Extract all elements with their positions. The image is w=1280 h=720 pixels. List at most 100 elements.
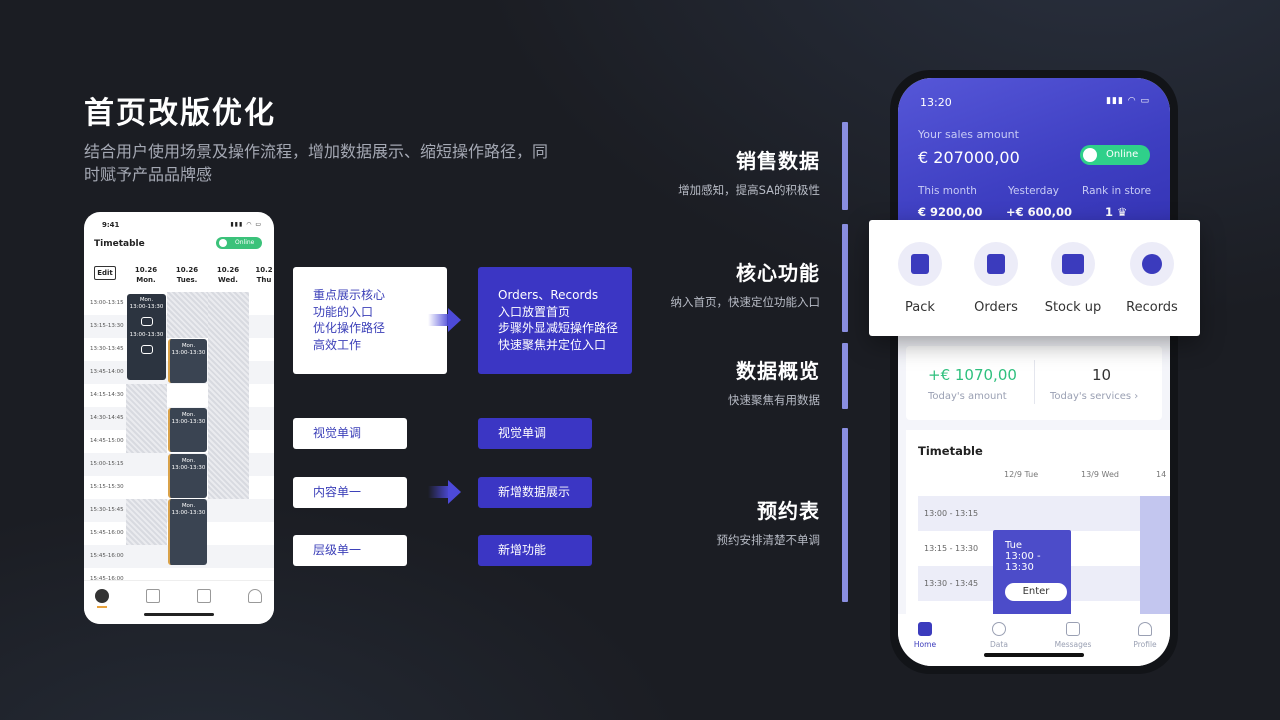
stat-value: +€ 600,00 [1006,205,1073,219]
services-value: 10 [1092,366,1112,384]
appointment-card[interactable]: Mon.13:00-13:30 13:00-13:30 [127,294,166,380]
stat-label: Rank in store [1082,185,1152,197]
orders-icon [987,254,1005,274]
before-point: 内容单一 [293,477,407,508]
section-bar [842,428,848,602]
appointment-card[interactable]: Mon.13:00-13:30 [168,499,207,565]
before-phone-mockup: 9:41 ▮▮▮ ◠ ▭ Timetable Online Edit 10.26… [84,212,274,624]
table-row: 15:45-16:00 [90,530,124,536]
clipboard-icon[interactable] [146,589,160,603]
section-bar [842,122,848,210]
page-headline: 首页改版优化 [84,96,276,131]
stat-label: Yesterday [1008,185,1059,197]
table-row: 13:00-13:15 [90,300,124,306]
online-toggle[interactable]: Online [216,237,262,249]
timetable-grid: 13:00-13:15 13:15-13:30 13:30-13:45 13:4… [84,292,274,582]
after-phone-mockup: 13:20 ▮▮▮ ◠ ▭ Your sales amount € 207000… [890,70,1178,674]
table-row: 15:15-15:30 [90,484,124,490]
nav-profile[interactable]: Profile [1120,622,1170,649]
clock-icon [1142,254,1162,274]
section-bar [842,224,848,332]
enter-button[interactable]: Enter [1005,583,1067,601]
page-subline: 结合用户使用场景及操作流程，增加数据展示、缩短操作路径，同时赋予产品品牌感 [84,142,549,184]
kpi-card: +€ 1070,00 Today's amount 10 Today's ser… [906,346,1162,420]
services-link[interactable]: Today's services › [1050,391,1139,402]
nav-messages[interactable]: Messages [1048,622,1098,649]
home-indicator [144,613,214,616]
phone-screen: 13:20 ▮▮▮ ◠ ▭ Your sales amount € 207000… [898,78,1170,666]
divider [1034,360,1035,404]
signal-icon: ▮▮▮ ◠ ▭ [1106,96,1150,106]
tab-bar [84,580,274,624]
table-row: 13:15 - 13:30 [924,544,979,553]
stat-value: € 9200,00 [918,205,983,219]
today-amount-value: +€ 1070,00 [928,366,1017,384]
stat-label: This month [918,185,977,197]
edit-button[interactable]: Edit [94,266,116,280]
timetable-card: Timetable 12/9 Tue 13/9 Wed 14 13:00 - 1… [906,430,1170,620]
chart-icon [992,622,1006,636]
after-summary-box: Orders、Records 入口放置首页 步骤外显减短操作路径 快速聚焦并定位… [478,267,632,374]
box-icon [911,254,929,274]
signal-icon: ▮▮▮ ◠ ▭ [230,221,262,228]
function-stock-up[interactable]: Stock up [1033,242,1113,315]
appointment-card[interactable]: Tue 13:00 - 13:30 Enter [993,530,1071,620]
video-icon [140,317,153,326]
nav-data[interactable]: Data [974,622,1024,649]
day-header[interactable]: 14 [1156,470,1167,479]
profile-icon[interactable] [248,589,262,603]
today-amount-label: Today's amount [928,391,1007,402]
active-tab-indicator [97,606,107,608]
unavailable-slot [208,292,249,499]
appointment-card[interactable]: Mon.13:00-13:30 [168,339,207,383]
profile-icon [1138,622,1152,636]
annotation-data: 数据概览快速聚焦有用数据 [728,359,820,407]
table-row: 13:30-13:45 [90,346,124,352]
annotation-sales: 销售数据增加感知，提高SA的积极性 [678,149,820,197]
video-icon [140,345,153,354]
status-time: 13:20 [920,96,952,109]
unavailable-slot [126,384,167,453]
sales-header: 13:20 ▮▮▮ ◠ ▭ Your sales amount € 207000… [898,78,1170,228]
table-row: 14:15-14:30 [90,392,124,398]
clock-icon[interactable] [95,589,109,603]
before-summary-box: 重点展示核心 功能的入口 优化操作路径 高效工作 [293,267,447,374]
home-indicator [984,653,1084,657]
timetable-title: Timetable [94,239,145,249]
arrow-right-icon [428,480,462,504]
annotation-functions: 核心功能纳入首页，快速定位功能入口 [670,261,821,309]
sales-amount: € 207000,00 [918,148,1020,167]
after-point: 新增数据展示 [478,477,592,508]
stat-value: 1 ♛ [1105,205,1128,219]
message-icon [1066,622,1080,636]
arrow-right-icon [428,308,462,332]
unavailable-slot [126,499,167,545]
function-pack[interactable]: Pack [880,242,960,315]
table-row: 14:45-15:00 [90,438,124,444]
online-toggle[interactable]: Online [1080,145,1150,165]
before-point: 层级单一 [293,535,407,566]
day-header[interactable]: 12/9 Tue [1004,470,1039,479]
truck-icon [1062,254,1084,274]
home-icon [918,622,932,636]
appointment-card[interactable]: Mon.13:00-13:30 [168,454,207,498]
function-orders[interactable]: Orders [956,242,1036,315]
appointment-card[interactable]: Mon.13:00-13:30 [168,408,207,452]
section-bar [842,343,848,409]
timetable-title: Timetable [918,444,983,458]
after-point: 视觉单调 [478,418,592,449]
function-records[interactable]: Records [1112,242,1192,315]
day-header[interactable]: 13/9 Wed [1081,470,1119,479]
bottom-nav: Home Data Messages Profile [898,614,1170,666]
annotation-timetable: 预约表预约安排清楚不单调 [716,499,821,547]
document-icon[interactable] [197,589,211,603]
after-point: 新增功能 [478,535,592,566]
nav-home[interactable]: Home [900,622,950,649]
status-time: 9:41 [102,221,120,229]
unavailable-column [1140,496,1170,620]
sales-label: Your sales amount [918,128,1019,141]
